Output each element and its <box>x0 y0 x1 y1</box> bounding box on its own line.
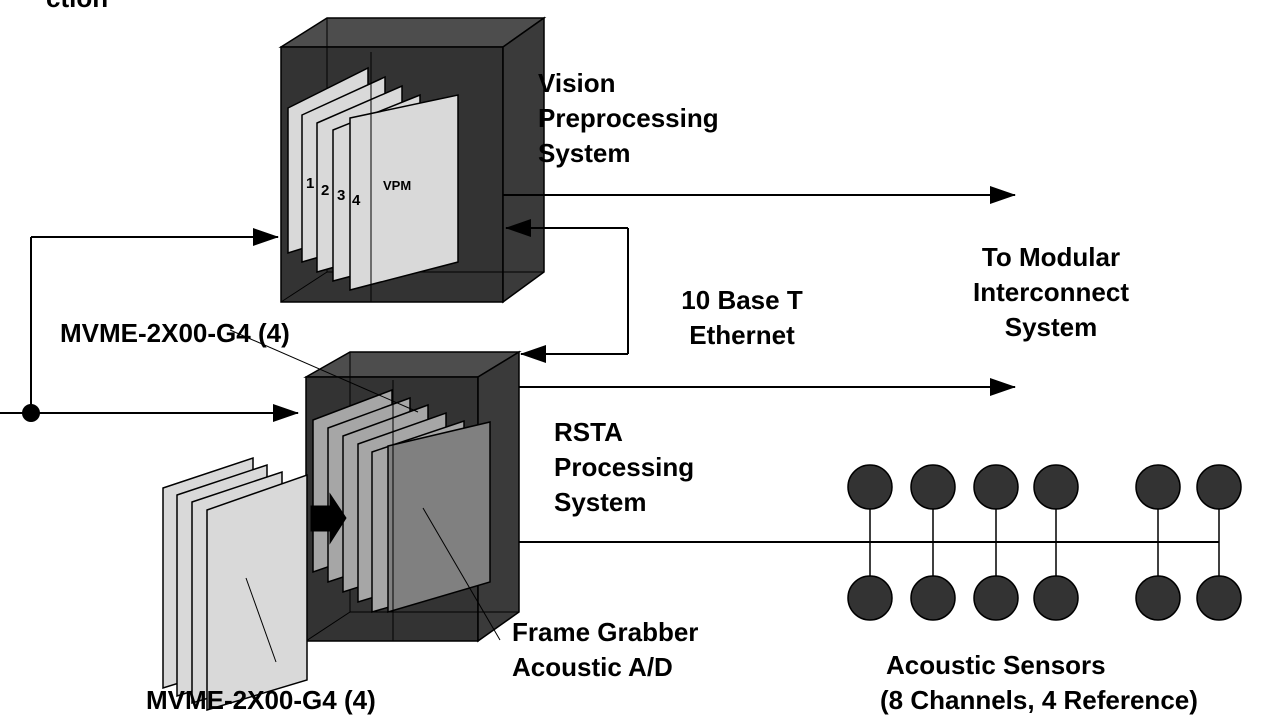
vision-cabinet <box>278 16 547 304</box>
board-number-3: 3 <box>337 187 346 204</box>
rsta-system-label-line: System <box>554 487 647 517</box>
sensor-channel <box>1033 575 1079 621</box>
sensor-channel <box>1135 464 1181 510</box>
frame-grabber-label-line: Frame Grabber <box>512 617 699 647</box>
sensor-pair-2 <box>910 464 956 621</box>
vision-system-label-line: Vision <box>538 68 616 98</box>
vision-board-vpm <box>349 94 459 291</box>
ethernet-label-line: 10 Base T <box>681 285 803 315</box>
leader-mvme-bottom <box>245 577 277 663</box>
vision-system-label-line: System <box>538 138 631 168</box>
leader-mvme-top <box>229 329 419 413</box>
sensor-channel <box>1196 575 1242 621</box>
sensor-channel <box>847 464 893 510</box>
destination-label: To Modular Interconnect System <box>921 240 1181 345</box>
junction-dot <box>22 404 40 422</box>
spare-board-4 <box>206 473 308 712</box>
sensor-pair-4 <box>1033 464 1079 621</box>
connection-lines <box>0 186 1219 663</box>
ethernet-label: 10 Base T Ethernet <box>657 283 827 353</box>
rsta-cabinet <box>303 350 522 643</box>
board-number-1: 1 <box>306 175 315 192</box>
board-number-2: 2 <box>321 182 330 199</box>
acoustic-sensors-label-line: Acoustic Sensors <box>886 650 1106 680</box>
vpm-label: VPM <box>383 178 412 193</box>
sensor-pair-3 <box>973 464 1019 621</box>
destination-label-line: To Modular <box>981 242 1121 272</box>
mvme-bottom-label: MVME-2X00-G4 (4) <box>146 685 376 715</box>
vision-cabinet-top <box>278 17 547 48</box>
sensor-channel <box>973 575 1019 621</box>
frame-grabber-label-line: Acoustic A/D <box>512 652 673 682</box>
sensor-pair-1 <box>847 464 893 621</box>
ethernet-label-line: Ethernet <box>689 320 795 350</box>
sensor-pair-6 <box>1196 464 1242 621</box>
sensor-channel <box>973 464 1019 510</box>
sensor-channel <box>1196 464 1242 510</box>
destination-label-line: Interconnect <box>972 277 1130 307</box>
acoustic-sensors-label: Acoustic Sensors (8 Channels, 4 Referenc… <box>880 648 1198 718</box>
mvme-top-label: MVME-2X00-G4 (4) <box>60 318 290 348</box>
sensor-pair-5 <box>1135 464 1181 621</box>
leader-frame-grabber <box>422 507 501 641</box>
sensor-channel <box>910 575 956 621</box>
acoustic-sensor-array <box>847 464 1242 621</box>
rsta-board-frame-grabber <box>387 421 491 614</box>
sensor-channel <box>1033 464 1079 510</box>
vision-system-label-line: Preprocessing <box>538 103 719 133</box>
board-number-4: 4 <box>352 192 361 209</box>
destination-label-line: System <box>1004 312 1098 342</box>
sensor-channel <box>847 575 893 621</box>
rsta-system-label: RSTA Processing System <box>554 415 694 520</box>
rsta-system-label-line: Processing <box>554 452 695 482</box>
frame-grabber-label: Frame Grabber Acoustic A/D <box>512 615 698 685</box>
sensor-channel <box>910 464 956 510</box>
insert-arrow-icon <box>310 492 347 545</box>
vision-system-label: Vision Preprocessing System <box>538 66 719 171</box>
rsta-system-label-line: RSTA <box>554 417 623 447</box>
acoustic-sensors-label-line: (8 Channels, 4 Reference) <box>880 685 1198 715</box>
section-title-fragment: ction <box>46 0 108 16</box>
spare-boards <box>162 456 308 712</box>
sensor-channel <box>1135 575 1181 621</box>
